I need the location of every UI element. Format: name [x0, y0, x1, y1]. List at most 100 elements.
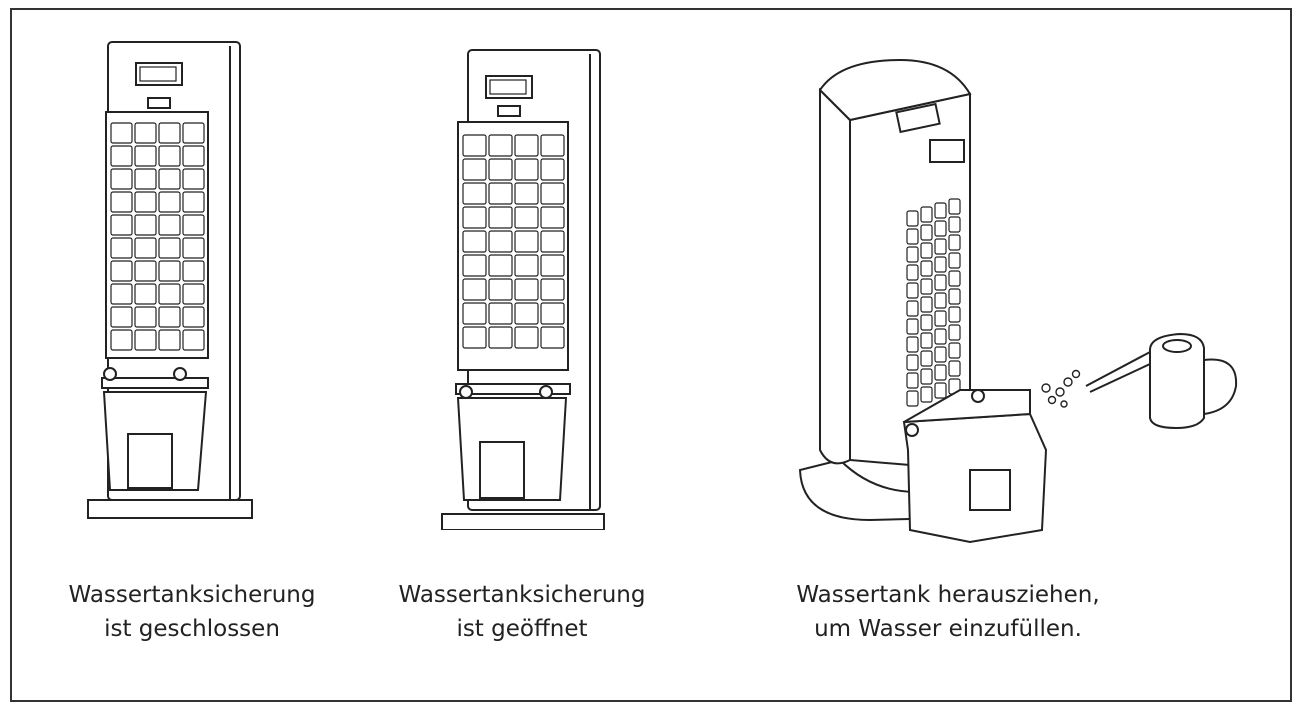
- grille-cell: [462, 302, 487, 325]
- grille-cell: [158, 214, 181, 236]
- caption-line: Wassertanksicherung: [398, 582, 646, 608]
- grille-cell: [948, 198, 961, 215]
- tank-lock-bar: [101, 377, 209, 389]
- grille-cell: [110, 306, 133, 328]
- tank-lock-right-open: [539, 385, 553, 399]
- grille-cell: [514, 158, 539, 181]
- grille-cell: [920, 368, 933, 385]
- grille-cell: [488, 206, 513, 229]
- grille-cell: [514, 182, 539, 205]
- grille-cell: [514, 254, 539, 277]
- grille-cell: [934, 202, 947, 219]
- caption-line: um Wasser einzufüllen.: [814, 616, 1082, 642]
- grille-cell: [934, 274, 947, 291]
- grille-cell: [110, 214, 133, 236]
- grille-cell: [934, 220, 947, 237]
- grille-cell: [134, 168, 157, 190]
- grille-cell: [110, 122, 133, 144]
- air-cooler-front-open-icon: [441, 49, 605, 530]
- caption-lock-open: Wassertanksicherung ist geöffnet: [372, 578, 672, 646]
- grille-cell: [906, 318, 919, 335]
- grille-cell: [488, 254, 513, 277]
- grille-cell: [110, 237, 133, 259]
- grille-cell: [158, 145, 181, 167]
- caption-lock-closed: Wassertanksicherung ist geschlossen: [42, 578, 342, 646]
- tank-lock-left-open: [459, 385, 473, 399]
- caption-line: Wassertank herausziehen,: [796, 582, 1100, 608]
- grille-cell: [920, 242, 933, 259]
- grille-cell: [462, 326, 487, 349]
- grille-cell: [920, 278, 933, 295]
- grille-cell: [462, 254, 487, 277]
- grille-cell: [488, 134, 513, 157]
- grille-cell: [134, 191, 157, 213]
- grille-cell: [158, 237, 181, 259]
- caption-line: ist geschlossen: [104, 616, 280, 642]
- watering-can-icon: [1085, 332, 1238, 430]
- grille-cell: [906, 264, 919, 281]
- grille-cell: [540, 206, 565, 229]
- grille-cell: [948, 360, 961, 377]
- grille-cell: [540, 326, 565, 349]
- grille-cell: [514, 206, 539, 229]
- grille-cell: [906, 354, 919, 371]
- grille-cell: [462, 230, 487, 253]
- grille-cell: [158, 122, 181, 144]
- grille-cell: [948, 270, 961, 287]
- grille-cell: [540, 302, 565, 325]
- grille-cell: [948, 306, 961, 323]
- grille-cell: [158, 283, 181, 305]
- grille-cell: [920, 224, 933, 241]
- grille-cell: [134, 260, 157, 282]
- air-grille: [462, 134, 565, 349]
- grille-cell: [182, 283, 205, 305]
- grille-cell: [920, 386, 933, 403]
- grille-cell: [110, 283, 133, 305]
- grille-cell: [906, 300, 919, 317]
- grille-cell: [540, 134, 565, 157]
- grille-cell: [182, 191, 205, 213]
- tank-lock-right: [173, 367, 187, 381]
- tank-lock-left: [103, 367, 117, 381]
- grille-cell: [514, 230, 539, 253]
- grille-cell: [462, 134, 487, 157]
- grille-cell: [134, 122, 157, 144]
- grille-cell: [948, 324, 961, 341]
- grille-cell: [934, 364, 947, 381]
- water-droplets-icon: [1041, 369, 1081, 408]
- grille-cell: [462, 206, 487, 229]
- grille-cell: [158, 329, 181, 351]
- grille-cell: [182, 122, 205, 144]
- caption-line: Wassertanksicherung: [68, 582, 316, 608]
- grille-cell: [934, 292, 947, 309]
- grille-cell: [182, 168, 205, 190]
- grille-cell: [134, 145, 157, 167]
- grille-cell: [514, 302, 539, 325]
- grille-cell: [540, 278, 565, 301]
- grille-cell: [488, 278, 513, 301]
- grille-cell: [514, 134, 539, 157]
- grille-cell: [134, 283, 157, 305]
- grille-cell: [934, 256, 947, 273]
- grille-cell: [110, 168, 133, 190]
- grille-cell: [134, 329, 157, 351]
- grille-cell: [158, 168, 181, 190]
- grille-cell: [906, 228, 919, 245]
- grille-cell: [488, 158, 513, 181]
- grille-cell: [110, 145, 133, 167]
- grille-cell: [462, 182, 487, 205]
- grille-cell: [906, 390, 919, 407]
- grille-cell: [920, 206, 933, 223]
- grille-cell: [514, 278, 539, 301]
- grille-cell: [158, 191, 181, 213]
- grille-cell: [948, 342, 961, 359]
- caption-line: ist geöffnet: [456, 616, 588, 642]
- grille-cell: [920, 260, 933, 277]
- grille-cell: [158, 260, 181, 282]
- grille-cell: [906, 336, 919, 353]
- grille-cell: [134, 214, 157, 236]
- grille-cell: [182, 329, 205, 351]
- grille-cell: [514, 326, 539, 349]
- grille-cell: [110, 191, 133, 213]
- grille-cell: [182, 237, 205, 259]
